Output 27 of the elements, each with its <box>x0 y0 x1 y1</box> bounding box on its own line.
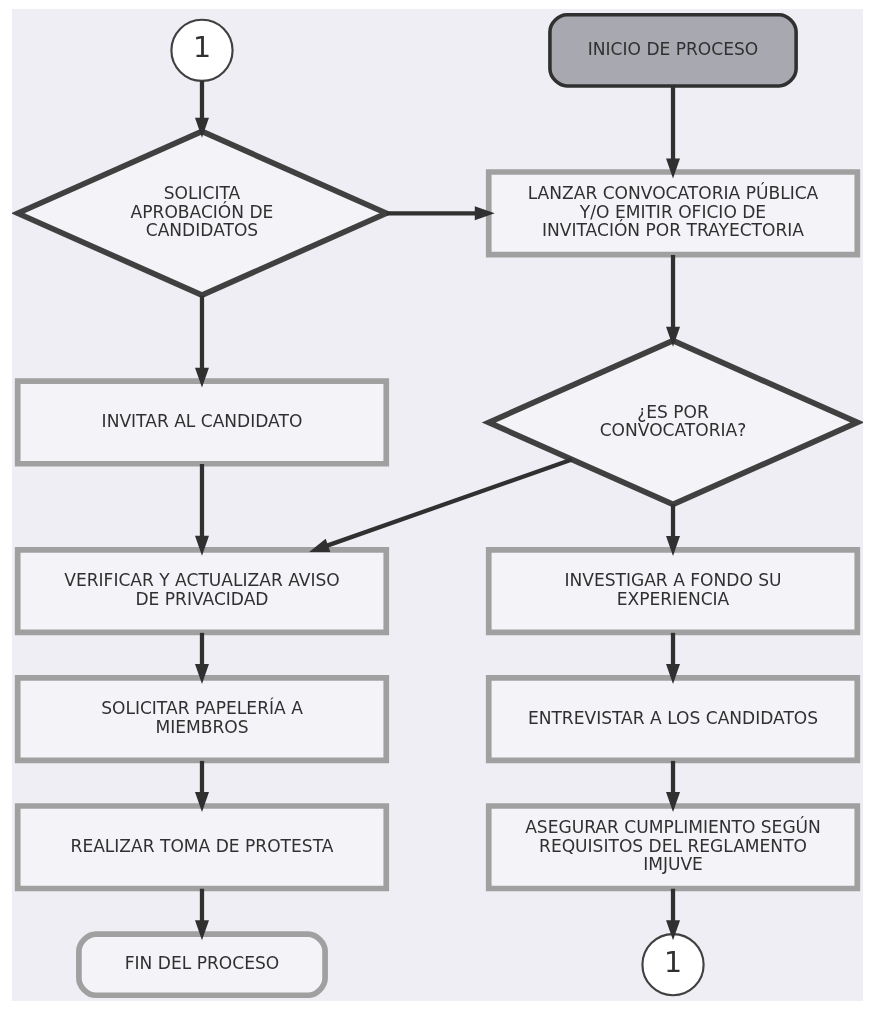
arrow <box>194 760 209 812</box>
node-box: FIN DEL PROCESO <box>75 930 328 998</box>
arrow <box>665 85 680 178</box>
arrow <box>665 760 680 812</box>
arrow <box>194 632 209 684</box>
node-box: INVESTIGAR A FONDO SU EXPERIENCIA <box>485 546 860 635</box>
node-circle: 1 <box>640 932 705 996</box>
node-box: ENTREVISTAR A LOS CANDIDATOS <box>485 674 860 763</box>
node-box: REALIZAR TOMA DE PROTESTA <box>14 802 389 891</box>
node-box: LANZAR CONVOCATORIA PÚBLICA Y/O EMITIR OFICIO DE INVITACIÓN POR TRAYECTORIA <box>485 168 860 257</box>
node-diamond: ¿ES POR CONVOCATORIA? <box>481 337 863 507</box>
node-box: VERIFICAR Y ACTUALIZAR AVISO DE PRIVACIDAD <box>14 546 389 635</box>
arrow <box>194 463 209 556</box>
arrow <box>194 295 209 388</box>
node-box: ASEGURAR CUMPLIMIENTO SEGÚN REQUISITOS DEL REGLAMENTO IMJUVE <box>485 802 860 891</box>
arrow <box>194 80 209 138</box>
arrow <box>194 888 209 940</box>
arrow <box>385 205 495 220</box>
arrow <box>665 632 680 684</box>
node-circle: 1 <box>169 18 234 82</box>
arrow <box>665 888 680 940</box>
node-box: INVITAR AL CANDIDATO <box>14 377 389 467</box>
arrow <box>665 503 680 556</box>
node-box: SOLICITAR PAPELERÍA A MIEMBROS <box>14 674 389 763</box>
arrow <box>308 456 573 552</box>
arrow <box>665 254 680 347</box>
node-box: INICIO DE PROCESO <box>547 12 798 88</box>
